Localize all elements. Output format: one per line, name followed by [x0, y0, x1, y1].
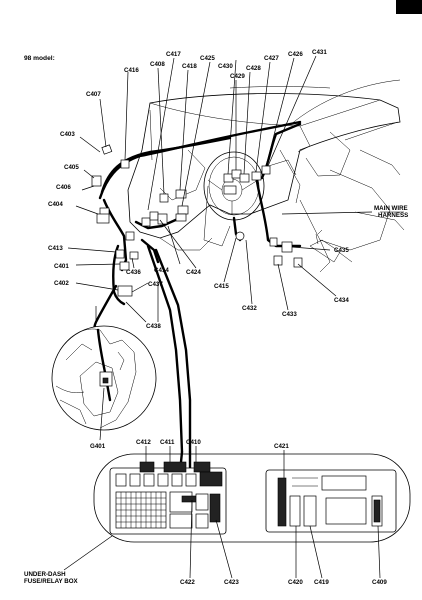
label-c406: C406 [56, 184, 71, 191]
harness-label-line2: HARNESS [378, 212, 408, 219]
label-c415: C415 [214, 283, 229, 290]
label-c426: C426 [288, 51, 303, 58]
label-c430: C430 [218, 63, 233, 70]
label-c404: C404 [48, 201, 63, 208]
label-c437: C437 [148, 281, 163, 288]
leader-lines [67, 55, 373, 323]
label-c427: C427 [264, 55, 279, 62]
label-c403: C403 [60, 131, 75, 138]
label-c420: C420 [288, 579, 303, 586]
label-c416: C416 [124, 67, 139, 74]
label-c412: C412 [136, 439, 151, 446]
section-tab-letter: E [398, 0, 415, 18]
label-c407: C407 [86, 91, 101, 98]
label-c433: C433 [282, 311, 297, 318]
label-c408: C408 [150, 61, 165, 68]
connector-labels: C407 C416 C408 C417 C418 C425 C430 C429 … [24, 49, 408, 586]
label-c432: C432 [242, 305, 257, 312]
label-g401: G401 [90, 443, 106, 450]
label-c402: C402 [54, 280, 69, 287]
label-c410: C410 [186, 439, 201, 446]
harness-label-line1: MAIN WIRE [374, 205, 408, 212]
dash-connectors [91, 144, 303, 297]
dashboard-outline [127, 79, 405, 273]
label-c428: C428 [246, 65, 261, 72]
label-c409: C409 [372, 579, 387, 586]
label-c424: C424 [186, 269, 201, 276]
label-c417: C417 [166, 51, 181, 58]
ground-detail-circle [51, 282, 159, 441]
fuse-grid [115, 471, 223, 529]
fuse-box-label-line2: FUSE/RELAY BOX [24, 578, 79, 585]
label-c422: C422 [180, 579, 195, 586]
label-c436: C436 [126, 269, 141, 276]
model-label: 98 model: [24, 55, 55, 62]
label-c438: C438 [146, 323, 161, 330]
label-c429: C429 [230, 73, 245, 80]
label-c423: C423 [224, 579, 239, 586]
label-c431: C431 [312, 49, 327, 56]
fuse-box-label-line1: UNDER-DASH [24, 571, 66, 578]
label-c405: C405 [64, 164, 79, 171]
label-c418: C418 [182, 63, 197, 70]
section-tab-box [396, 0, 422, 14]
label-c419: C419 [314, 579, 329, 586]
label-c435: C435 [334, 247, 349, 254]
label-c425: C425 [200, 55, 215, 62]
label-c401: C401 [54, 263, 69, 270]
label-c413: C413 [48, 245, 63, 252]
label-c414: C414 [154, 267, 169, 274]
shift-console [309, 229, 353, 263]
label-c434: C434 [334, 297, 349, 304]
label-c411: C411 [160, 439, 175, 446]
label-c421: C421 [274, 443, 289, 450]
fuse-box-panel [63, 446, 411, 579]
